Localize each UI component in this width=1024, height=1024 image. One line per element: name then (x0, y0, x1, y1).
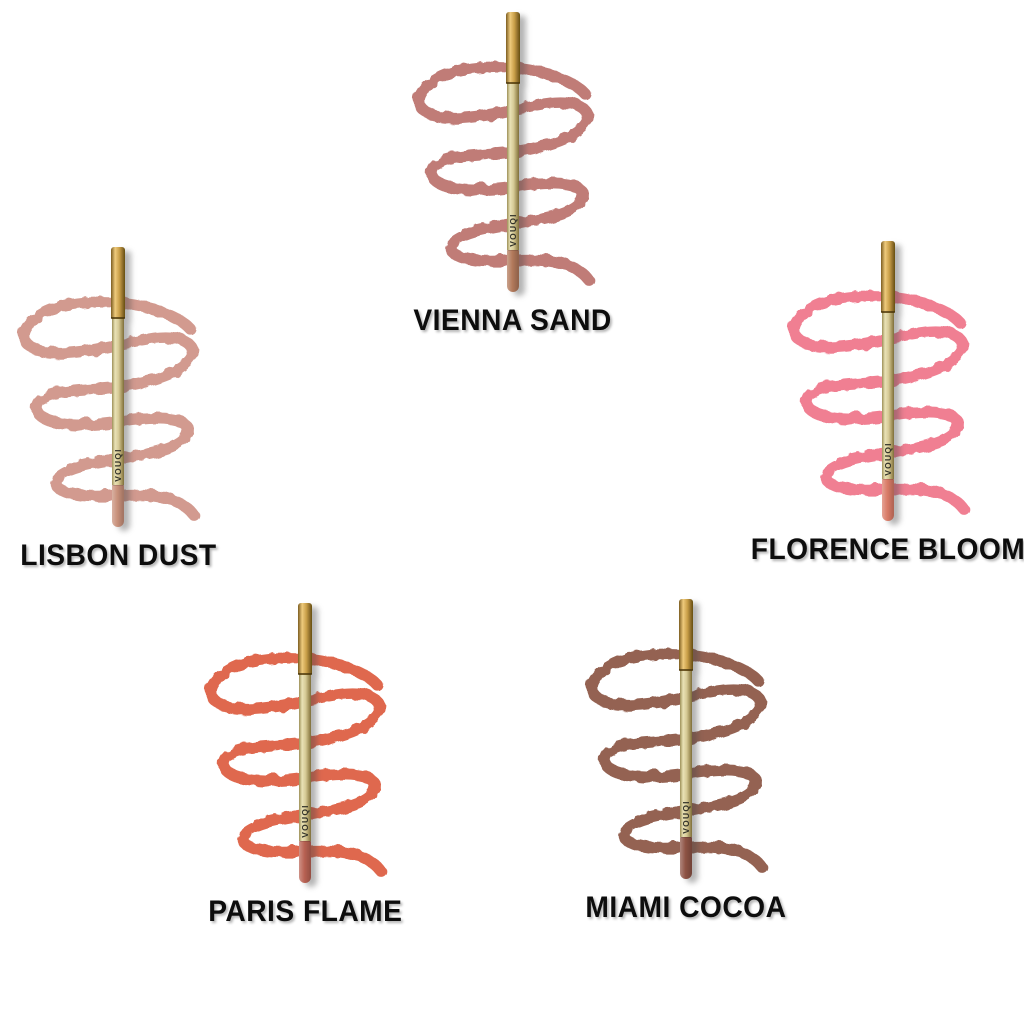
pencil-body (680, 671, 692, 837)
product-card-florence-bloom: VOUQI FLORENCE BLOOM (728, 241, 1024, 581)
pencil-body (507, 84, 519, 250)
lip-liner-pencil: VOUQI (881, 241, 895, 521)
pencil-tip (507, 250, 519, 292)
pencil-cap (679, 599, 693, 671)
pencil-tip (299, 841, 311, 883)
pencil-brand-text: VOUQI (113, 448, 123, 482)
product-card-miami-cocoa: VOUQI MIAMI COCOA (526, 599, 846, 939)
product-name-label: PARIS FLAME (207, 895, 403, 928)
pencil-cap (881, 241, 895, 313)
product-name-label: LISBON DUST (19, 539, 217, 572)
pencil-tip (882, 479, 894, 521)
product-name-label: FLORENCE BLOOM (750, 533, 1024, 566)
lip-liner-pencil: VOUQI (506, 12, 520, 292)
pencil-brand-text: VOUQI (300, 804, 310, 838)
product-name-label: MIAMI COCOA (585, 891, 787, 924)
pencil-cap (506, 12, 520, 84)
pencil-body (882, 313, 894, 479)
product-card-vienna-sand: VOUQI VIENNA SAND (353, 12, 673, 352)
pencil-brand-text: VOUQI (681, 800, 691, 834)
pencil-cap (111, 247, 125, 319)
pencil-tip (680, 837, 692, 879)
lip-liner-pencil: VOUQI (298, 603, 312, 883)
product-card-paris-flame: VOUQI PARIS FLAME (145, 603, 465, 943)
pencil-brand-text: VOUQI (508, 213, 518, 247)
product-name-label: VIENNA SAND (413, 304, 613, 337)
lip-liner-pencil: VOUQI (111, 247, 125, 527)
pencil-cap (298, 603, 312, 675)
pencil-body (112, 319, 124, 485)
pencil-body (299, 675, 311, 841)
pencil-brand-text: VOUQI (883, 442, 893, 476)
product-card-lisbon-dust: VOUQI LISBON DUST (0, 247, 278, 587)
lip-liner-pencil: VOUQI (679, 599, 693, 879)
pencil-tip (112, 485, 124, 527)
